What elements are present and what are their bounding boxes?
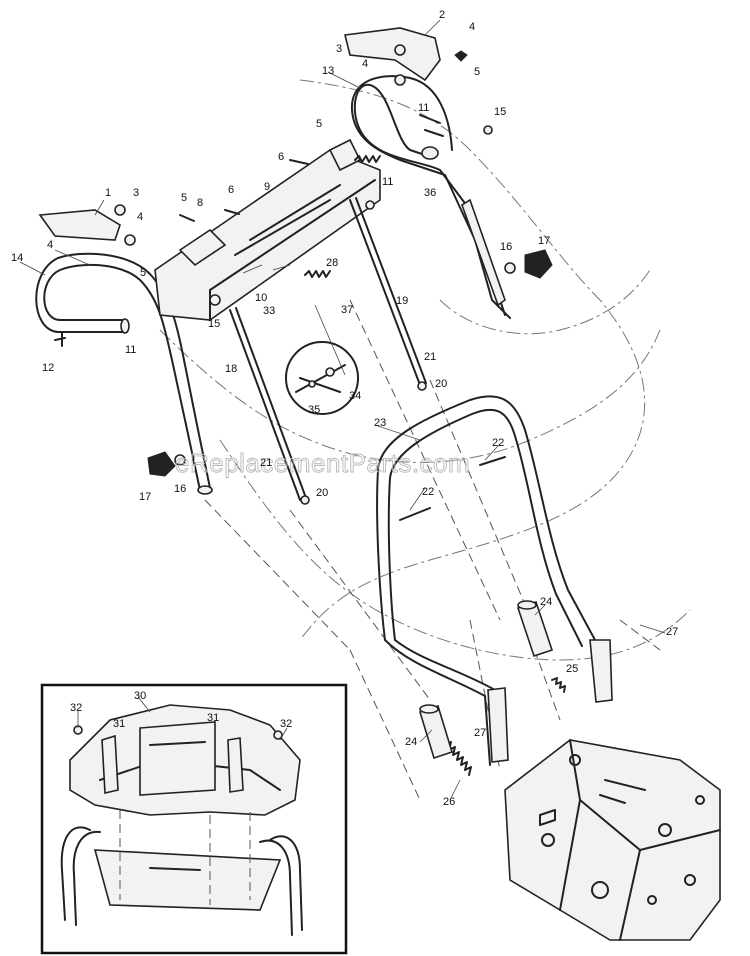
callout-4: 4 [137, 211, 143, 223]
callout-5b: 5 [140, 267, 146, 279]
callout-11c: 11 [382, 176, 393, 188]
callout-5c: 5 [474, 66, 480, 78]
callout-3b: 3 [336, 43, 342, 55]
callout-16b: 16 [174, 483, 186, 495]
callout-11: 11 [125, 344, 136, 356]
callout-4c: 4 [469, 21, 475, 33]
callout-24b: 24 [405, 736, 417, 748]
callout-30: 30 [134, 690, 146, 702]
callout-13: 13 [322, 65, 334, 77]
callout-2: 2 [439, 9, 445, 21]
control-panel [154, 138, 381, 321]
callout-22b: 22 [422, 486, 434, 498]
dashed-contour [159, 79, 691, 661]
handle-covers [38, 27, 441, 241]
callout-1: 1 [105, 187, 111, 199]
callout-28: 28 [326, 257, 338, 269]
callout-24: 24 [540, 596, 552, 608]
control-rods [229, 197, 427, 505]
callout-9: 9 [264, 181, 270, 193]
callout-20: 20 [435, 378, 447, 390]
callout-6: 6 [228, 184, 234, 196]
callout-11b: 11 [418, 102, 429, 114]
callout-27: 27 [666, 626, 678, 638]
callout-22: 22 [492, 437, 504, 449]
callout-10: 10 [255, 292, 267, 304]
handle-tubes [419, 600, 554, 760]
callout-31b: 31 [207, 712, 219, 724]
callout-15: 15 [208, 318, 220, 330]
detail-circle [285, 341, 359, 415]
callout-21b: 21 [260, 457, 272, 469]
callout-17b: 17 [139, 491, 151, 503]
frame-housing [504, 739, 721, 941]
callout-5d: 5 [316, 118, 322, 130]
callout-18: 18 [225, 363, 237, 375]
callout-33: 33 [263, 305, 275, 317]
callout-20b: 20 [316, 487, 328, 499]
callout-4d: 4 [362, 58, 368, 70]
callout-21: 21 [424, 351, 436, 363]
callout-4b: 4 [47, 239, 53, 251]
callout-14: 14 [11, 252, 23, 264]
callout-31: 31 [113, 718, 125, 730]
left-upper-handle [35, 252, 213, 495]
callout-32: 32 [70, 702, 82, 714]
callout-16: 16 [500, 241, 512, 253]
fasteners [54, 44, 506, 521]
callout-32b: 32 [280, 718, 292, 730]
callout-15b: 15 [494, 106, 506, 118]
part-number-callouts: 1 3 4 5 8 6 9 4 14 5 15 10 11 12 2 4 3 4… [11, 9, 678, 808]
callout-8: 8 [197, 197, 203, 209]
callout-37: 37 [341, 304, 353, 316]
right-upper-handle [350, 75, 511, 319]
callout-6b: 6 [278, 151, 284, 163]
knobs [147, 249, 553, 477]
callout-12: 12 [42, 362, 54, 374]
callout-19: 19 [396, 295, 408, 307]
watermark: eReplacementParts.com [175, 448, 470, 478]
callout-5: 5 [181, 192, 187, 204]
callout-26: 26 [443, 796, 455, 808]
leader-lines [19, 19, 666, 801]
callout-17: 17 [538, 235, 550, 247]
inset-detail-box [40, 683, 348, 955]
springs [304, 155, 566, 776]
lower-handle [376, 395, 613, 766]
callout-27b: 27 [474, 727, 486, 739]
callout-36: 36 [424, 187, 436, 199]
callout-3: 3 [133, 187, 139, 199]
callout-23: 23 [374, 417, 386, 429]
callout-25: 25 [566, 663, 578, 675]
callout-34: 34 [349, 390, 361, 402]
callout-35: 35 [308, 404, 320, 416]
